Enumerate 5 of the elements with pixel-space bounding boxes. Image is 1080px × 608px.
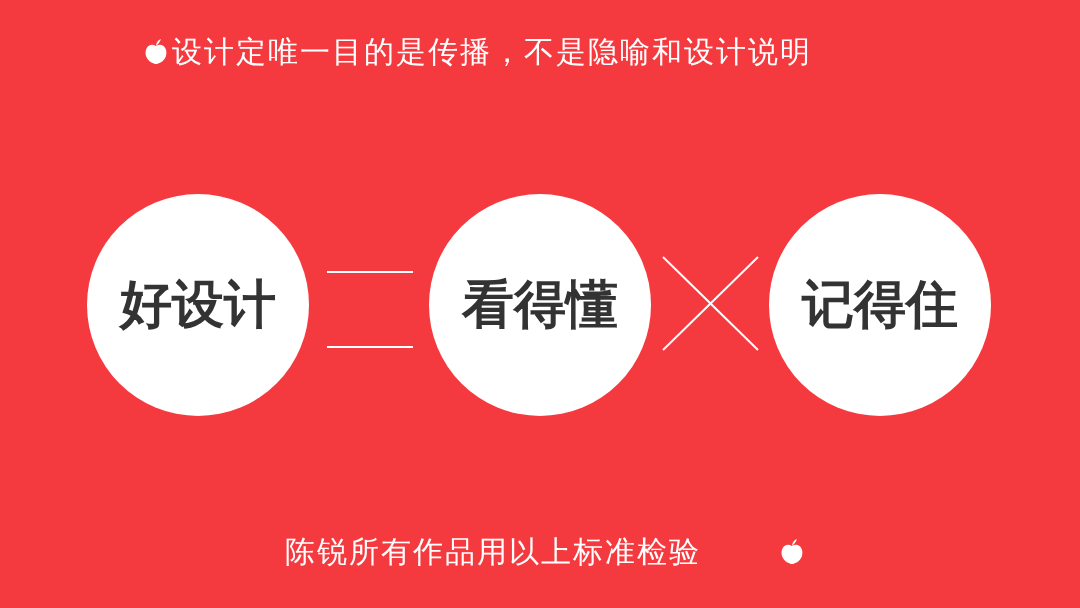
node-label: 记得住 xyxy=(802,273,958,336)
node-label: 好设计 xyxy=(120,273,276,336)
node-label: 看得懂 xyxy=(462,273,618,336)
title: 设计定唯一目的是传播，不是隐喻和设计说明 xyxy=(172,33,812,71)
footer-note: 陈锐所有作品用以上标准检验 xyxy=(285,533,701,571)
